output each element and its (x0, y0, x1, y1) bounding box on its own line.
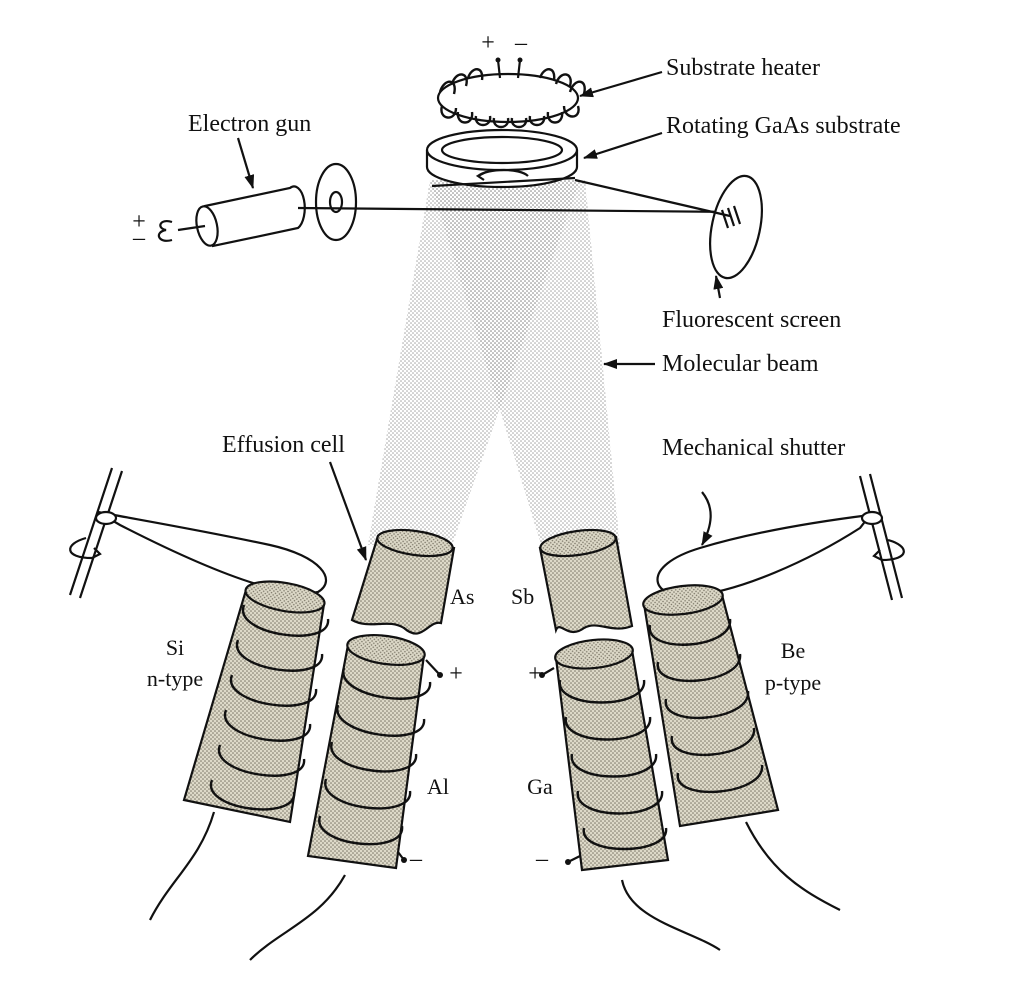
al-minus-terminal: – (409, 846, 423, 872)
mechanical-shutter-left (68, 467, 328, 599)
rotating-substrate (425, 128, 579, 189)
cell-label-si-type: n-type (147, 666, 203, 691)
effusion-cell-ga (539, 638, 721, 951)
effusion-cell-label: Effusion cell (222, 432, 345, 458)
cell-label-be-type: p-type (765, 670, 821, 695)
cell-label-sb: Sb (511, 584, 534, 609)
substrate-heater-label: Substrate heater (666, 55, 820, 81)
ga-minus-terminal: – (535, 846, 549, 872)
cell-label-be: Be (781, 638, 805, 663)
effusion-cell-si (149, 580, 330, 921)
mechanical-shutter-label: Mechanical shutter (662, 435, 845, 461)
fluorescent-screen-label: Fluorescent screen (662, 307, 841, 333)
al-plus-terminal: + (449, 661, 463, 687)
fluorescent-screen (574, 174, 763, 280)
electron-gun (157, 162, 741, 248)
molecular-beam-label: Molecular beam (662, 351, 819, 377)
cell-label-ga: Ga (527, 774, 553, 799)
mechanical-shutter-right (656, 473, 905, 601)
cell-label-al: Al (427, 774, 449, 799)
effusion-cell-as (350, 528, 456, 635)
molecular-beam (368, 180, 620, 548)
gun-plus: + (132, 209, 146, 235)
substrate-heater (436, 57, 586, 129)
cell-label-si: Si (166, 635, 184, 660)
rotating-substrate-label: Rotating GaAs substrate (666, 113, 901, 139)
effusion-cell-al (249, 634, 443, 961)
cell-label-as: As (450, 584, 474, 609)
electron-gun-label: Electron gun (188, 111, 311, 137)
effusion-cell-be (642, 584, 841, 911)
gun-minus: – (132, 225, 146, 251)
heater-minus: – (514, 30, 528, 56)
ga-plus-terminal: + (528, 661, 542, 687)
effusion-cell-sb (538, 528, 634, 634)
heater-plus: + (481, 30, 495, 56)
label-arrows (236, 70, 724, 561)
